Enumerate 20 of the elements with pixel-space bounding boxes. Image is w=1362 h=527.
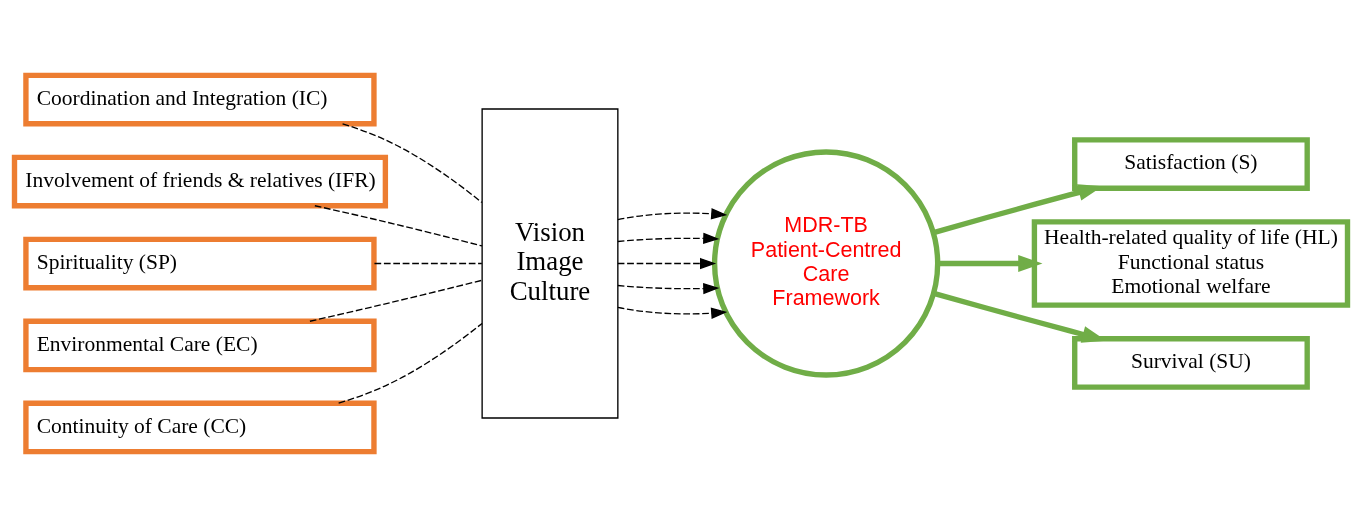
connector: [314, 205, 483, 247]
arrow: [617, 282, 720, 295]
connector: [309, 279, 483, 322]
node-box: Involvement of friends & relatives (IFR): [11, 154, 389, 209]
arrow: [617, 306, 728, 319]
connector: [341, 123, 483, 204]
node-box: Spirituality (SP): [23, 236, 377, 291]
connector: [373, 262, 483, 265]
node-box: Health-related quality of life (HL) Functional status Emotional welfare: [1031, 219, 1351, 308]
node-box: Survival (SU): [1072, 336, 1310, 390]
connector: [337, 322, 483, 404]
node-box: Coordination and Integration (IC): [23, 72, 377, 127]
arrow: [617, 208, 728, 221]
node-box: Continuity of Care (CC): [23, 400, 377, 455]
node-box: Vision Image Culture: [481, 108, 619, 419]
arrow: [617, 257, 717, 270]
node-box: Environmental Care (EC): [23, 318, 377, 373]
arrow: [617, 232, 720, 245]
node-box: Satisfaction (S): [1072, 137, 1310, 191]
arrow: [938, 255, 1043, 272]
